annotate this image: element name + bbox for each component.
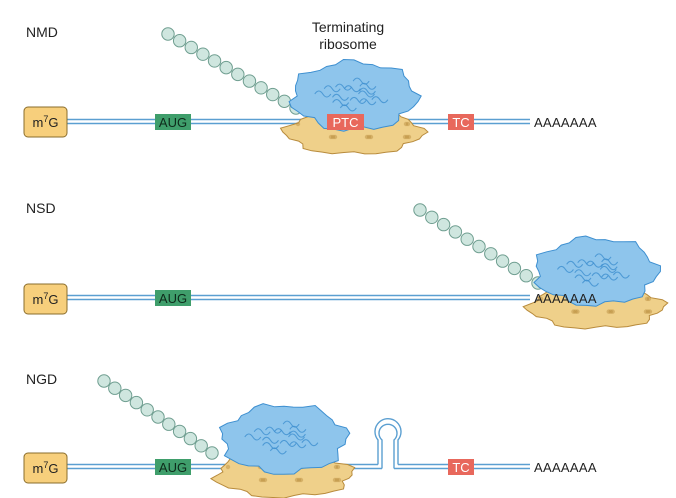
- peptide-bead: [196, 47, 210, 61]
- svg-text:m7G: m7G: [33, 291, 59, 307]
- svg-text:m7G: m7G: [33, 460, 59, 476]
- peptide-bead: [118, 388, 133, 403]
- start-codon: AUG: [155, 114, 191, 130]
- svg-text:PTC: PTC: [333, 115, 359, 130]
- peptide-bead: [242, 74, 257, 88]
- peptide-bead: [108, 381, 122, 395]
- large-subunit: [218, 403, 351, 475]
- large-subunit: [533, 235, 662, 307]
- peptide-bead: [507, 261, 522, 276]
- peptide-bead: [219, 60, 233, 75]
- nascent-peptide: [413, 203, 545, 290]
- large-subunit: [288, 58, 422, 132]
- ribosome: [522, 235, 669, 330]
- panel-ngd: NGD m7G AUG TC AAAAAAA: [23, 371, 597, 498]
- peptide-bead: [162, 417, 176, 431]
- svg-text:AUG: AUG: [159, 115, 187, 130]
- peptide-bead: [425, 210, 439, 225]
- nascent-peptide: [97, 374, 219, 460]
- title-line-1: Terminating: [312, 19, 384, 35]
- peptide-bead: [172, 424, 187, 439]
- panel-label: NMD: [26, 24, 58, 40]
- peptide-bead: [161, 27, 175, 41]
- premature-stop-codon: PTC: [327, 114, 364, 130]
- ribosome: [209, 403, 356, 498]
- peptide-bead: [413, 203, 427, 217]
- peptide-bead: [140, 403, 154, 417]
- ribosome: [279, 58, 429, 155]
- polya-tail: AAAAAAA: [534, 291, 597, 306]
- panel-nsd: NSD m7G AUG AAAAAAA: [23, 200, 669, 330]
- peptide-bead: [484, 247, 498, 261]
- svg-text:AUG: AUG: [159, 291, 187, 306]
- start-codon: AUG: [155, 290, 191, 306]
- stem-loop: [374, 417, 402, 469]
- peptide-bead: [266, 87, 280, 102]
- polya-tail: AAAAAAA: [534, 460, 597, 475]
- peptide-bead: [495, 254, 510, 268]
- panel-label: NSD: [26, 200, 56, 216]
- peptide-bead: [151, 410, 165, 424]
- cap-m7g: m7G: [23, 106, 68, 138]
- svg-text:m7G: m7G: [33, 114, 59, 130]
- stop-codon: TC: [448, 114, 474, 130]
- peptide-bead: [129, 395, 144, 410]
- peptide-bead: [183, 431, 198, 446]
- panel-label: NGD: [26, 371, 57, 387]
- svg-text:TC: TC: [452, 115, 469, 130]
- svg-text:AUG: AUG: [159, 460, 187, 475]
- cap-m7g: m7G: [23, 283, 68, 315]
- stop-codon: TC: [448, 459, 474, 475]
- svg-text:TC: TC: [452, 460, 469, 475]
- nascent-peptide: [161, 27, 303, 115]
- peptide-bead: [436, 217, 451, 232]
- peptide-bead: [460, 232, 474, 246]
- mrna-strand: [66, 294, 530, 301]
- peptide-bead: [205, 446, 219, 460]
- cap-m7g: m7G: [23, 452, 68, 484]
- peptide-bead: [194, 439, 208, 453]
- peptide-bead: [231, 67, 245, 82]
- peptide-bead: [97, 374, 111, 388]
- peptide-bead: [472, 239, 486, 254]
- peptide-bead: [172, 34, 187, 48]
- peptide-bead: [207, 54, 222, 68]
- peptide-bead: [519, 269, 533, 283]
- polya-tail: AAAAAAA: [534, 115, 597, 130]
- panel-nmd: NMD m7G AUG PTC TC: [23, 24, 597, 155]
- peptide-bead: [184, 40, 198, 55]
- peptide-bead: [254, 81, 268, 95]
- start-codon: AUG: [155, 459, 191, 475]
- title-line-2: ribosome: [319, 36, 377, 52]
- peptide-bead: [448, 225, 463, 239]
